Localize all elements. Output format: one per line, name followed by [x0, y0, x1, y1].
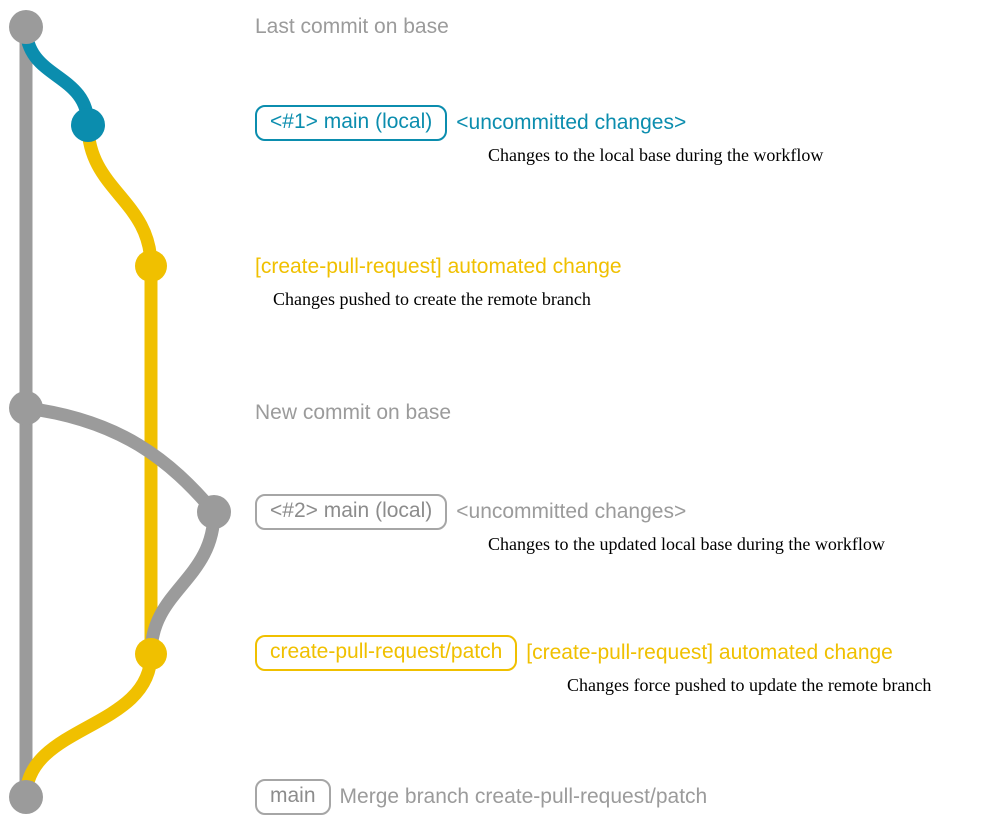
- commit-headline: Last commit on base: [255, 15, 449, 38]
- node-patch-created: [135, 250, 167, 282]
- commit-row-main: create-pull-request/patch [create-pull-r…: [255, 635, 893, 671]
- commit-description: Changes to the updated local base during…: [488, 534, 885, 554]
- node-patch-updated: [135, 638, 167, 670]
- commit-row-last-commit-on-base: Last commit on base: [255, 10, 449, 44]
- commit-row-new-commit-on-base: New commit on base: [255, 396, 451, 430]
- commit-row-main: <#1> main (local) <uncommitted changes>: [255, 105, 687, 141]
- node-local-uncommitted-1: [71, 108, 105, 142]
- commit-row-patch-updated: create-pull-request/patch [create-pull-r…: [255, 635, 932, 696]
- commit-headline: New commit on base: [255, 401, 452, 424]
- commit-headline: <uncommitted changes>: [456, 500, 687, 523]
- commit-description: Changes pushed to create the remote bran…: [273, 289, 591, 309]
- commit-row-main: Last commit on base: [255, 10, 449, 44]
- edge-local-1-to-patch: [81, 118, 158, 273]
- commit-row-merge-commit: main Merge branch create-pull-request/pa…: [255, 779, 708, 815]
- commit-row-main: New commit on base: [255, 396, 451, 430]
- commit-row-main: <#2> main (local) <uncommitted changes>: [255, 494, 687, 530]
- edge-local-2-to-patch-updated: [144, 505, 221, 661]
- commit-headline: Merge branch create-pull-request/patch: [339, 785, 708, 808]
- commit-headline: <uncommitted changes>: [456, 111, 687, 134]
- commit-row-patch-created: [create-pull-request] automated change C…: [255, 250, 622, 310]
- branch-pill-main-local-1[interactable]: <#1> main (local): [255, 105, 448, 141]
- edge-patch-to-merge: [19, 647, 158, 804]
- branch-pill-main[interactable]: main: [255, 779, 331, 815]
- node-local-uncommitted-2: [197, 495, 231, 529]
- node-base-new: [9, 391, 43, 425]
- node-base-last: [9, 10, 43, 44]
- commit-row-local-uncommitted-1: <#1> main (local) <uncommitted changes> …: [255, 105, 824, 166]
- commit-description: Changes to the local base during the wor…: [488, 145, 824, 165]
- node-base-merge: [9, 780, 43, 814]
- branch-pill-create-pull-request-patch[interactable]: create-pull-request/patch: [255, 635, 518, 671]
- commit-row-local-uncommitted-2: <#2> main (local) <uncommitted changes> …: [255, 494, 885, 555]
- commit-headline: [create-pull-request] automated change: [526, 641, 893, 664]
- commit-row-main: main Merge branch create-pull-request/pa…: [255, 779, 708, 815]
- commit-description: Changes force pushed to update the remot…: [567, 675, 932, 695]
- commit-row-main: [create-pull-request] automated change: [255, 250, 622, 284]
- commit-headline: [create-pull-request] automated change: [255, 255, 622, 278]
- edge-base-to-local-2: [19, 401, 221, 519]
- branch-pill-main-local-2[interactable]: <#2> main (local): [255, 494, 448, 530]
